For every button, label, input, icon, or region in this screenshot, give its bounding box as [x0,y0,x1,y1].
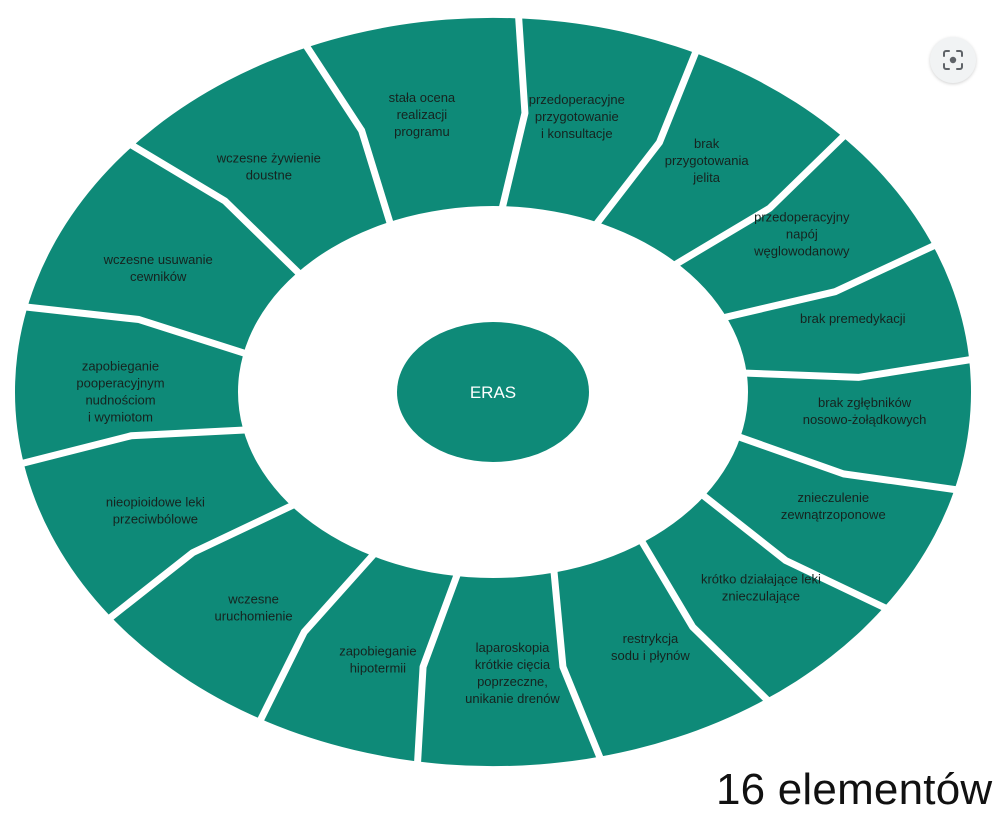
segment-divider [125,139,304,278]
visual-search-button[interactable] [930,37,976,83]
segment-label: nieopioidowe leki przeciwbólowe [106,495,205,527]
segment-divider [255,550,378,726]
segment-label-line: wczesne żywienie [216,150,321,165]
ring-band [14,17,972,767]
segment-divider [550,568,606,764]
segment-label: stała ocena realizacji programu [389,90,456,139]
segment-divider [698,491,891,614]
segment-divider [637,537,774,706]
segment-label-line: restrykcja [623,631,679,646]
center-node [397,322,589,462]
segment-label-line: znieczulenie [798,490,870,505]
segment-label: wczesne usuwanie cewników [103,252,213,284]
center-label: ERAS [470,383,516,402]
segment-label: przedoperacyjne przygotowanie i konsultacj… [529,92,625,141]
segment-label-line: przeciwbólowe [113,512,198,527]
segment-label-line: i konsultacje [541,126,613,141]
segment-label-line: węglowodanowy [753,243,850,258]
segment-label-line: przedoperacyjny [754,209,850,224]
segment-label-line: brak premedykacji [800,311,906,326]
segment-label: laparoskopia krótkie cięcia poprzeczne, uni… [465,640,560,706]
segment-labels: przedoperacyjne przygotowanie i konsultacj… [76,90,926,706]
segment-label-line: zapobieganie [339,644,416,659]
segment-label: brak zgłębników nosowo-żołądkowych [803,395,927,427]
segment-label: przedoperacyjny napój węglowodanowy [753,209,850,258]
segment-label-line: sodu i płynów [611,648,690,663]
segment-label-line: zapobieganie [82,359,159,374]
segment-label-line: napój [786,226,818,241]
segment-label: zapobieganie hipotermii [339,644,416,676]
segment-label-line: cewników [130,269,187,284]
segment-label-line: znieczulające [722,588,800,603]
segment-divider [104,500,297,624]
segment-label-line: uruchomienie [215,609,293,624]
lens-icon [943,50,963,70]
segment-label: wczesne żywienie doustne [216,150,321,182]
segment-label-line: hipotermii [350,661,406,676]
segment-label-line: brak zgłębników [818,395,912,410]
segment-label-line: unikanie drenów [465,691,560,706]
segment-divider [300,40,395,227]
segment-label-line: i wymiotom [88,410,153,425]
segment-divider [21,303,249,358]
segment-label-line: brak [694,136,720,151]
segment-label: krótko działające leki znieczulające [701,571,821,603]
segment-label: brak przygotowania jelita [665,136,750,185]
segment-label: zapobieganie pooperacyjnym nudnościom i wym… [76,359,164,425]
segment-label-line: stała ocena [389,90,456,105]
segment-label-line: przedoperacyjne [529,92,625,107]
segment-divider [17,426,248,468]
segment-label-line: realizacji [397,107,448,122]
segment-label-line: nieopioidowe leki [106,495,205,510]
segment-label: brak premedykacji [800,311,906,326]
segment-divider [498,12,529,211]
element-count-caption: 16 elementów [716,765,993,814]
segment-dividers [17,12,976,768]
segment-label-line: doustne [246,167,292,182]
segment-label-line: krótkie cięcia [475,657,551,672]
segment-label-line: programu [394,124,450,139]
segment-label-line: krótko działające leki [701,571,821,586]
segment-label: znieczulenie zewnątrzoponowe [781,490,886,522]
segment-label-line: laparoskopia [476,640,550,655]
segment-divider [735,432,961,494]
segment-label-line: pooperacyjnym [76,376,164,391]
segment-label: restrykcja sodu i płynów [611,631,690,663]
ring [14,17,972,767]
segment-label-line: wczesne usuwanie [103,252,213,267]
segment-divider [413,571,462,768]
segment-label-line: jelita [692,170,721,185]
segment-label-line: przygotowania [665,153,750,168]
segment-label-line: przygotowanie [535,109,619,124]
segment-label: wczesne uruchomienie [215,592,293,624]
segment-label-line: wczesne [227,592,279,607]
segment-label-line: zewnątrzoponowe [781,507,886,522]
segment-label-line: nudnościom [85,393,155,408]
segment-label-line: poprzeczne, [477,674,548,689]
segment-divider [592,46,701,228]
segment-label-line: nosowo-żołądkowych [803,412,927,427]
segment-divider [721,240,941,322]
segment-divider [742,355,976,381]
segment-divider [671,130,850,269]
